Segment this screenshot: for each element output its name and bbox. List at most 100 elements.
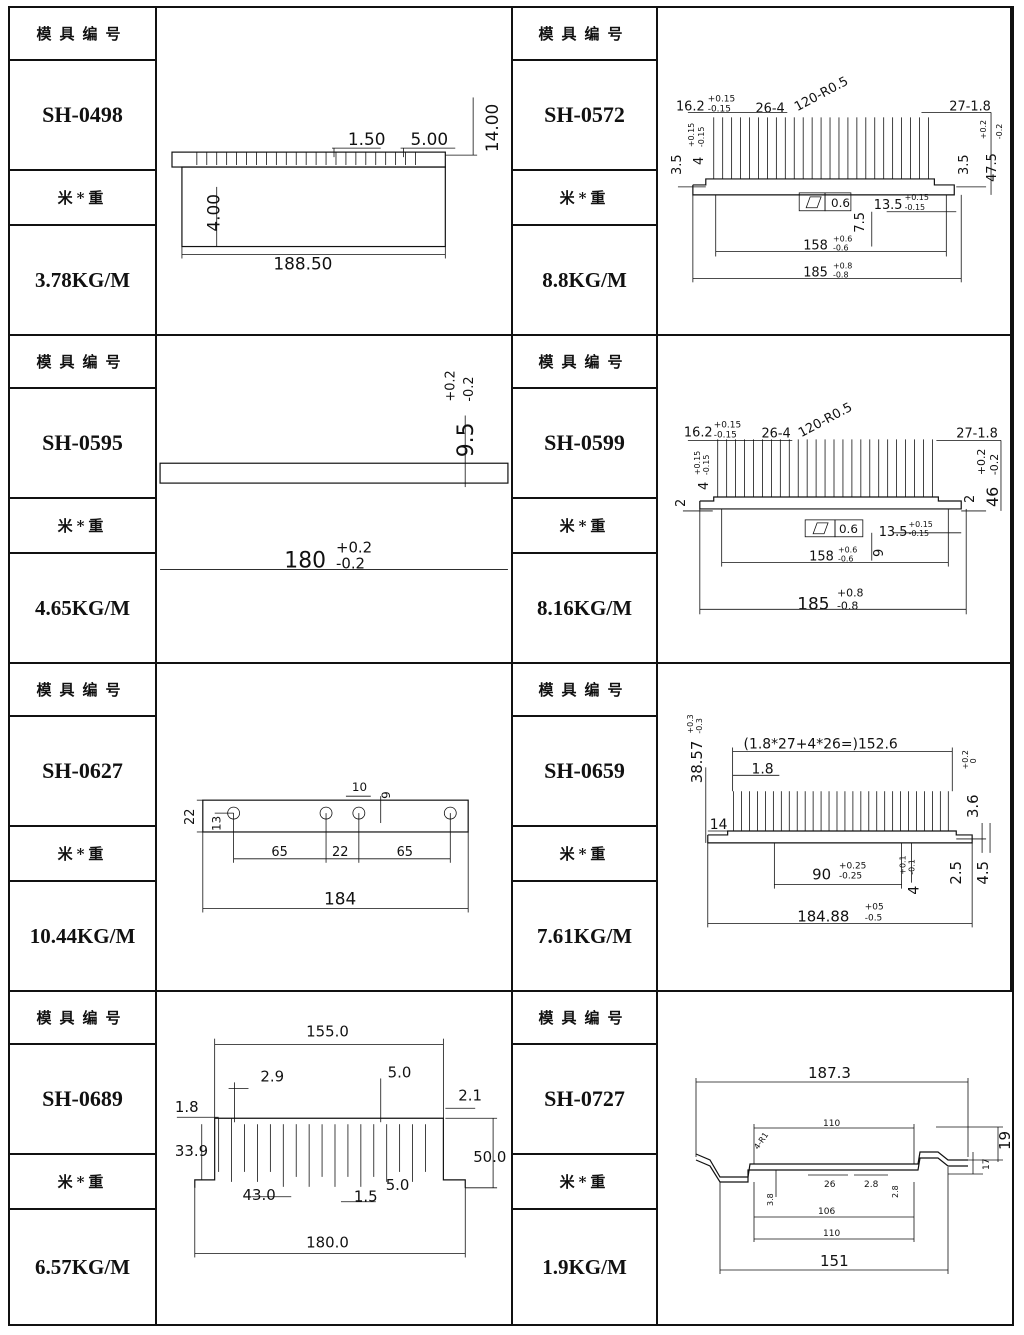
dim-label: 13	[210, 816, 224, 831]
dim-label: 22	[183, 809, 198, 825]
mold-number-header: 模具编号	[10, 8, 157, 61]
weight-header: 米*重	[10, 499, 157, 554]
dim-label: 2.8	[891, 1185, 900, 1198]
mold-code: SH-0727	[544, 1086, 625, 1111]
weight-value: 3.78KG/M	[34, 267, 131, 292]
dim-tolerance: +0.25	[839, 862, 866, 872]
weight-value: 8.8KG/M	[542, 267, 627, 292]
dim-label: 106	[818, 1207, 835, 1217]
dim-label: 184	[324, 889, 356, 909]
dim-tolerance: +0.15	[714, 420, 741, 430]
profile-drawing-svg: 16.2 +0.15 -0.15 26-4 120-R0.5 27-1.8 3.…	[670, 74, 1004, 283]
mold-number-header: 模具编号	[513, 664, 658, 717]
mold-number-label: 模具编号	[36, 1009, 129, 1027]
dim-tolerance: -0.25	[839, 872, 862, 882]
weight-label: 米*重	[559, 189, 610, 207]
dim-tolerance: +0.15	[708, 94, 735, 104]
dim-base: 4.00	[204, 194, 224, 232]
dim-fin-pitch: 5.00	[411, 129, 449, 149]
dim-label: 9.5	[454, 422, 479, 457]
weight-value: 10.44KG/M	[29, 923, 136, 948]
weight-label: 米*重	[57, 189, 108, 207]
mold-number-label: 模具编号	[36, 681, 129, 699]
weight-label: 米*重	[57, 517, 108, 535]
dim-label: 185	[803, 265, 828, 280]
dim-label: 120-R0.5	[796, 400, 855, 441]
dim-label: 5.0	[386, 1176, 410, 1194]
dim-fin-thickness: 1.50	[348, 129, 386, 149]
dim-label: 13.5	[874, 198, 903, 213]
dim-label: 65	[397, 845, 413, 860]
dim-label: 65	[271, 845, 287, 860]
dim-label: 27-1.8	[949, 99, 991, 114]
dim-label: 33.9	[175, 1142, 208, 1160]
mold-number-header: 模具编号	[10, 664, 157, 717]
mold-code: SH-0572	[544, 102, 625, 127]
dim-tolerance: +0.1	[899, 855, 908, 874]
profile-drawing-svg: 10 6 22 13 65 22 65 184	[183, 780, 469, 913]
weight-header: 米*重	[513, 1155, 658, 1210]
dim-label: 46	[983, 487, 1002, 507]
weight-cell: 7.61KG/M	[513, 882, 658, 992]
mold-number-header: 模具编号	[513, 992, 658, 1045]
mold-number-label: 模具编号	[36, 353, 129, 371]
mold-number-label: 模具编号	[538, 25, 631, 43]
mold-number-label: 模具编号	[538, 353, 631, 371]
dim-tolerance: +0.2	[443, 370, 458, 401]
dim-tolerance: -0.15	[909, 529, 930, 538]
dim-label: 26-4	[755, 101, 784, 116]
mold-number-label: 模具编号	[538, 1009, 631, 1027]
dim-tolerance: +05	[865, 902, 884, 912]
dim-tolerance: -0.2	[462, 376, 477, 401]
dim-label: 4-R1	[752, 1131, 770, 1151]
dim-label: 3.5	[670, 154, 685, 175]
weight-cell: 6.57KG/M	[10, 1210, 157, 1324]
dim-tolerance: -0.15	[702, 455, 711, 476]
profile-drawing: 38.57 +0.3 -0.3 (1.8*27+4*26=)152.6 1.8 …	[658, 664, 1012, 992]
weight-header: 米*重	[10, 171, 157, 226]
weight-header: 米*重	[10, 1155, 157, 1210]
dim-label: 16.2	[676, 99, 705, 114]
mold-number-header: 模具编号	[513, 8, 658, 61]
mold-code-cell: SH-0659	[513, 717, 658, 827]
dim-label: 10	[352, 780, 367, 794]
dim-tolerance: -0.3	[695, 718, 704, 734]
dim-label: 6	[379, 791, 393, 799]
dim-tolerance: +0.2	[961, 750, 970, 769]
mold-code: SH-0659	[544, 758, 625, 783]
dim-label: 2	[674, 499, 689, 507]
dim-label: 158	[809, 550, 834, 565]
dim-label: 2.9	[260, 1067, 284, 1085]
dim-tolerance: -0.5	[865, 913, 882, 923]
weight-label: 米*重	[559, 1173, 610, 1191]
dim-label: 2	[963, 495, 978, 503]
mold-code-cell: SH-0627	[10, 717, 157, 827]
dim-tolerance: -0.6	[833, 244, 849, 253]
dim-label: 5.0	[388, 1063, 412, 1081]
mold-code-cell: SH-0599	[513, 389, 658, 499]
dim-label: 47.5	[985, 153, 1000, 182]
weight-cell: 8.16KG/M	[513, 554, 658, 664]
profile-drawing-svg: 155.0 2.9 5.0 1.8 2.1 33.9 50.0 43.0 1.5…	[175, 1023, 506, 1258]
dim-label: 184.88	[797, 907, 849, 925]
mold-code-cell: SH-0498	[10, 61, 157, 171]
dim-label: 0.6	[831, 196, 850, 210]
dim-tolerance: +0.2	[979, 120, 988, 139]
dim-tolerance: +0.2	[336, 539, 372, 557]
mold-number-label: 模具编号	[36, 25, 129, 43]
profile-drawing-svg: 1.50 5.00 14.00 4.00 188.50	[171, 97, 502, 273]
weight-value: 6.57KG/M	[34, 1254, 131, 1279]
profile-drawing-svg: 187.3 110 4-R1 19 17 26 2.8 3.8 2.8 106 …	[695, 1064, 1012, 1274]
dim-tolerance: +0.15	[687, 123, 696, 147]
dim-tolerance: 0	[969, 758, 978, 763]
dim-label: 0.6	[839, 522, 858, 536]
profile-drawing: 187.3 110 4-R1 19 17 26 2.8 3.8 2.8 106 …	[658, 992, 1012, 1324]
dim-label: 2.5	[947, 861, 965, 885]
dim-tolerance: -0.15	[697, 127, 706, 148]
profile-drawing-svg: 16.2 +0.15 -0.15 26-4 120-R0.5 27-1.8 4 …	[674, 400, 1002, 615]
dim-tolerance: +0.6	[838, 546, 857, 555]
dim-label: 110	[823, 1229, 840, 1239]
dim-tolerance: -0.15	[714, 430, 737, 440]
dim-label: 1.8	[752, 761, 774, 777]
dim-label: 19	[996, 1131, 1012, 1150]
